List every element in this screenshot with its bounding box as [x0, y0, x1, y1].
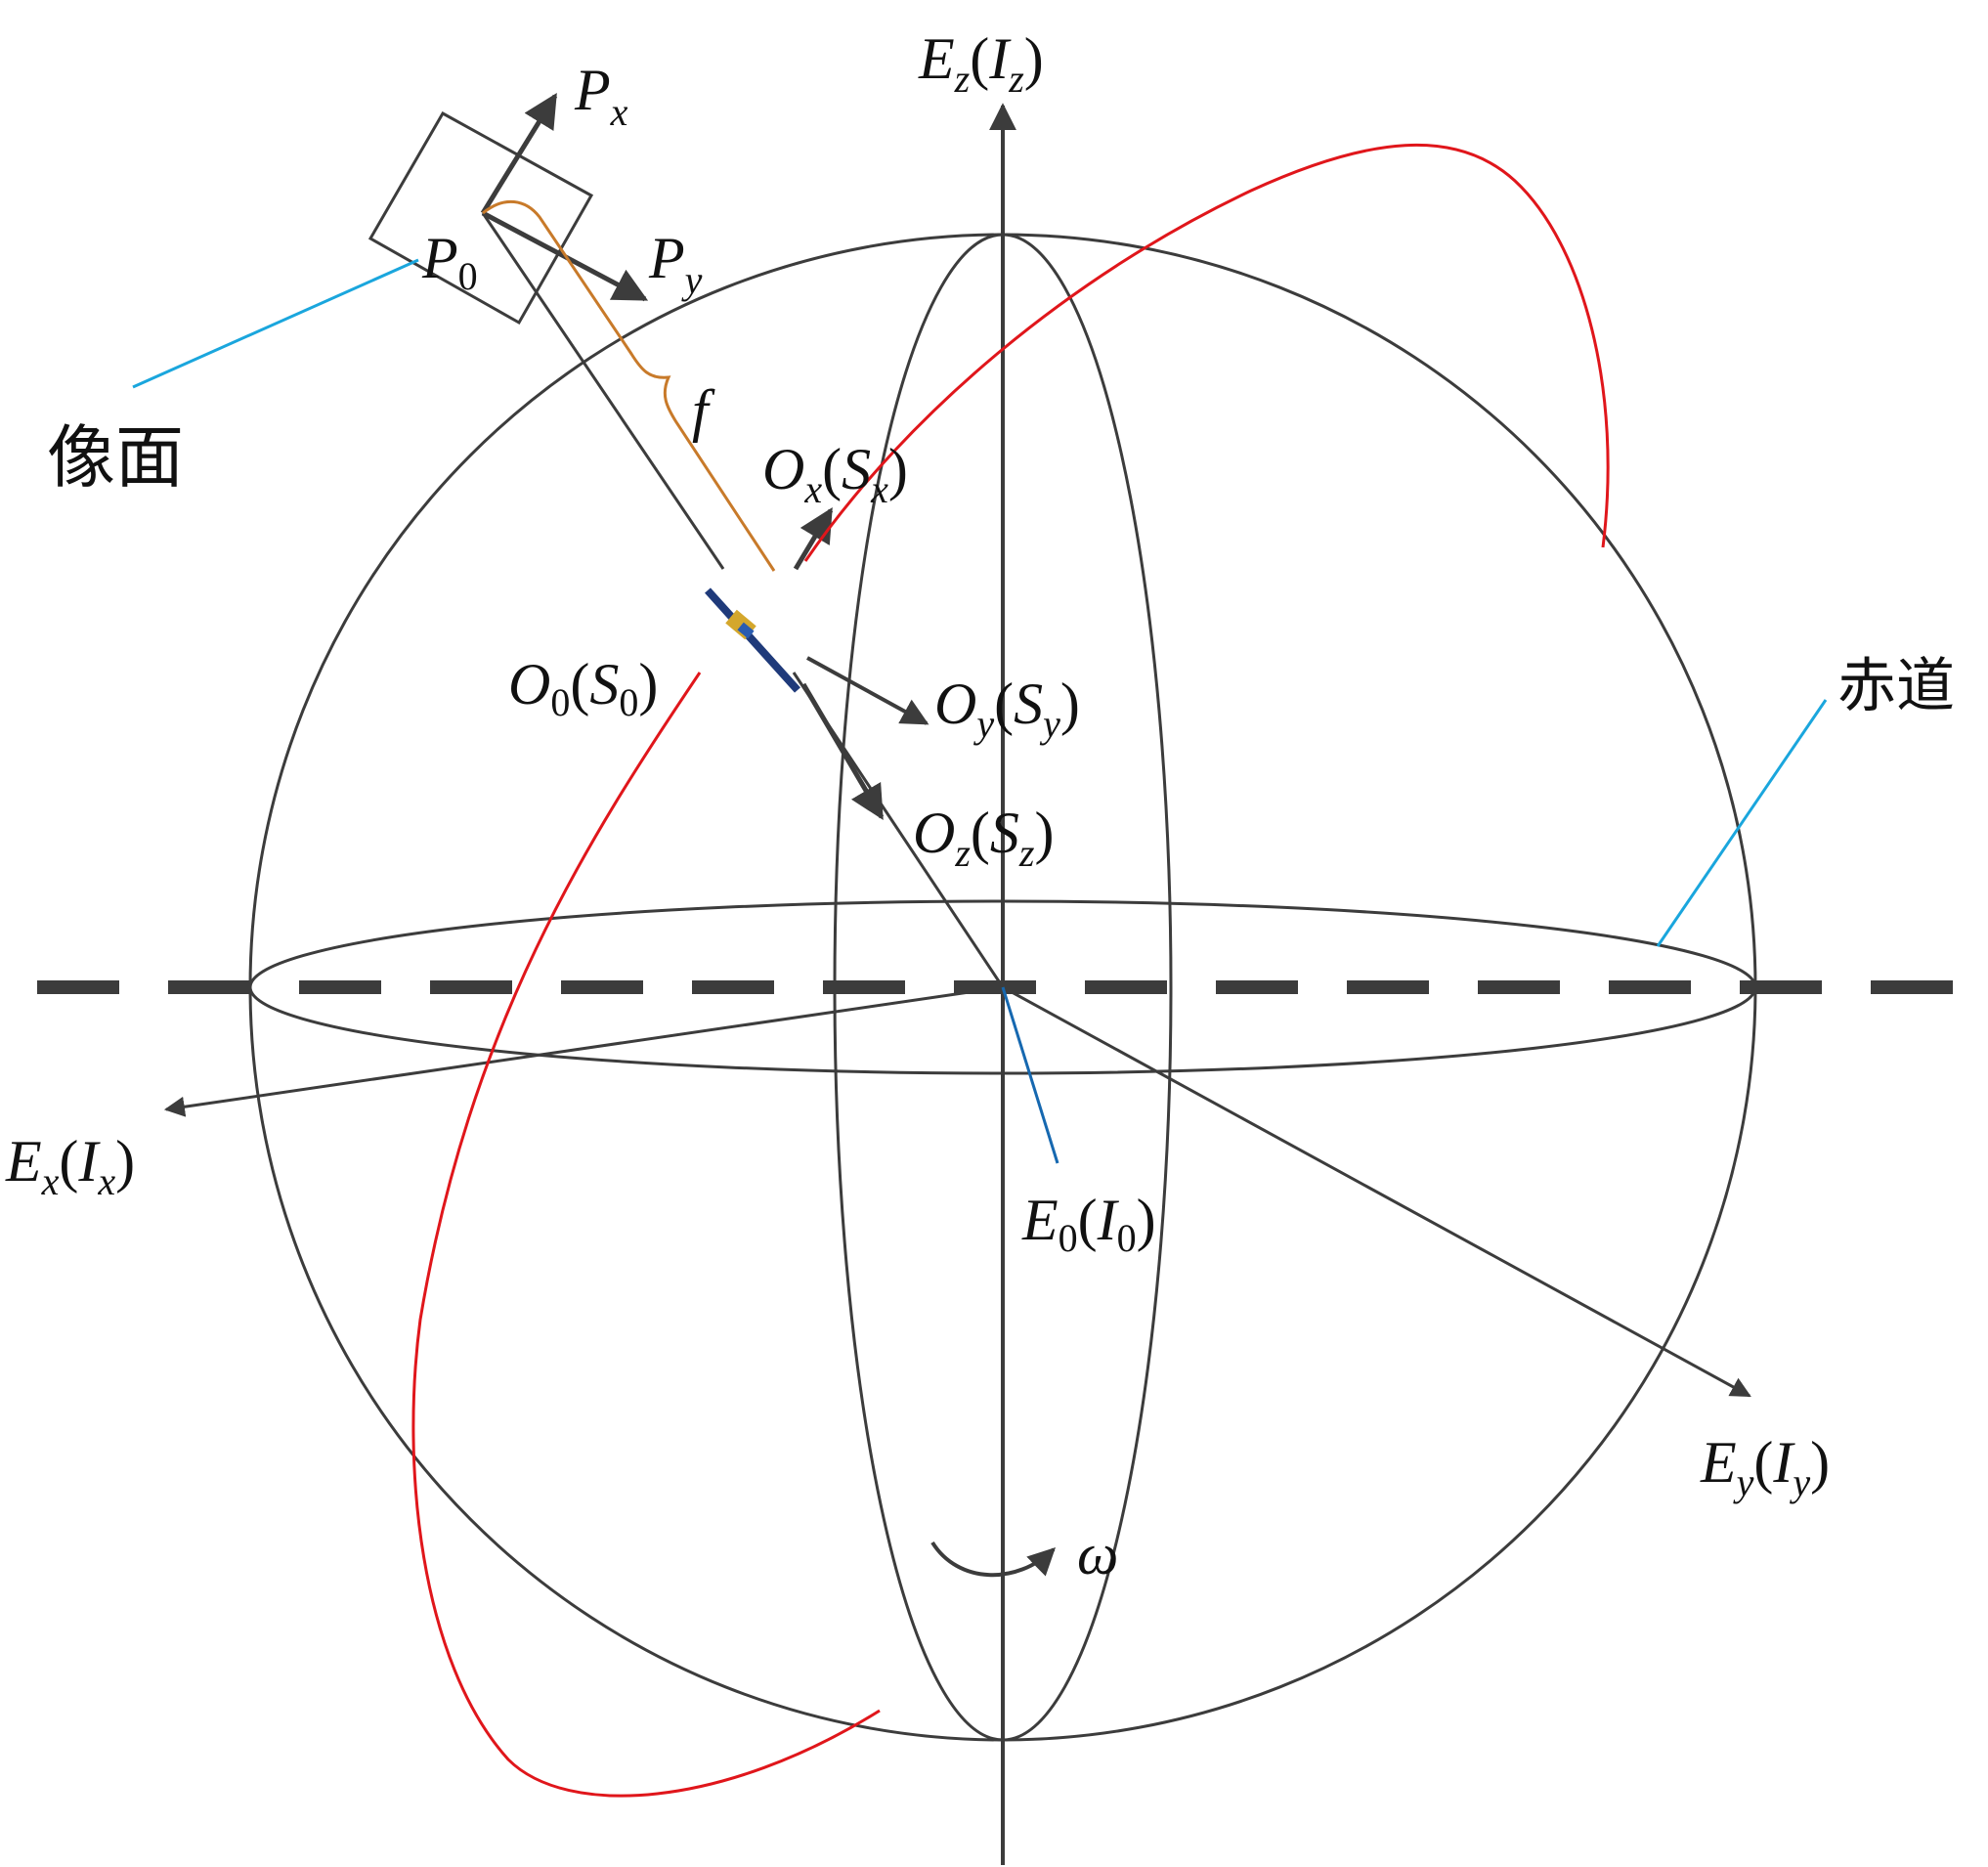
- orbit-upper: [803, 143, 1610, 562]
- e0-leader: [1001, 986, 1059, 1164]
- label-equator: 赤道: [1837, 652, 1955, 720]
- label-omega: ω: [1077, 1522, 1118, 1586]
- px-arrow: [480, 93, 558, 215]
- image-plane-rect: [367, 110, 594, 326]
- equator-leader: [1656, 699, 1828, 947]
- ex-axis: [163, 985, 1004, 1117]
- ox-arrow: [793, 506, 834, 571]
- label-ox: Ox(Sx): [762, 437, 908, 511]
- label-px: Px: [574, 58, 628, 134]
- omega-rotation-arrow: [930, 1541, 1057, 1578]
- oy-arrow: [806, 656, 929, 725]
- image-plane-leader: [132, 258, 419, 389]
- satellite-icon: [705, 587, 800, 693]
- focal-length-brace: [482, 199, 776, 572]
- label-oz: Oz(Sz): [913, 801, 1054, 875]
- label-ey: Ey(Iy): [1700, 1430, 1830, 1504]
- ey-axis: [1002, 985, 1751, 1398]
- label-ex: Ex(Ix): [5, 1129, 135, 1203]
- py-arrow: [481, 210, 649, 302]
- orbit-lower: [411, 672, 881, 1798]
- label-ez: Ez(Iz): [918, 26, 1044, 101]
- label-image-plane: 像面: [47, 417, 184, 498]
- oz-arrow: [800, 682, 885, 821]
- label-py: Py: [648, 226, 703, 302]
- label-oy: Oy(Sy): [934, 672, 1080, 746]
- label-e0: E0(I0): [1021, 1188, 1156, 1260]
- optical-axis-line: [481, 212, 725, 570]
- label-f: f: [692, 378, 715, 443]
- label-p0: P0: [421, 226, 478, 298]
- label-o0: O0(S0): [508, 652, 658, 724]
